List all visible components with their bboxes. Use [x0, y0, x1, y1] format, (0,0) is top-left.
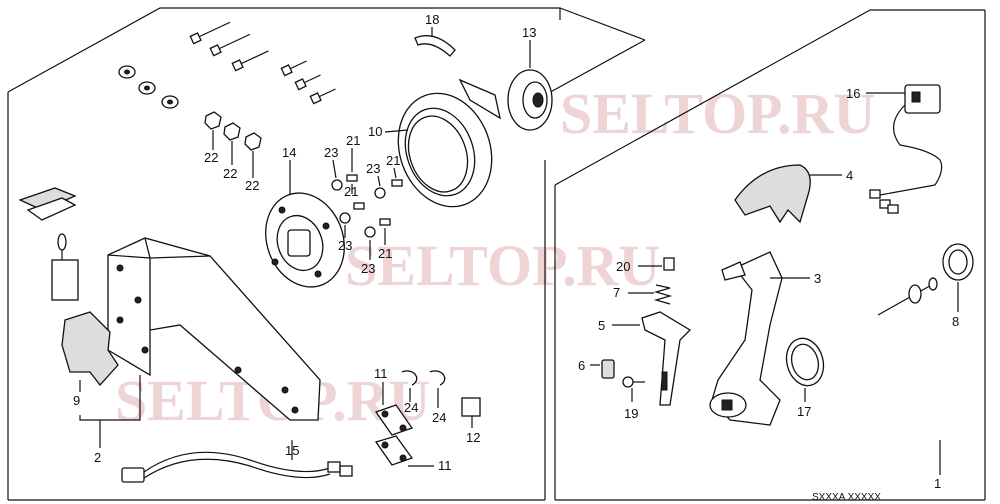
bracket-plate [458, 78, 501, 120]
callout-23: 23 [366, 161, 380, 176]
callout-17: 17 [797, 404, 811, 419]
nuts-22 [204, 111, 262, 151]
callout-18: 18 [425, 12, 439, 27]
callout-6: 6 [578, 358, 585, 373]
bracket-5 [641, 311, 692, 406]
callout-21: 21 [378, 246, 392, 261]
callout-20: 20 [616, 259, 630, 274]
watermark: SELTOP.RU [345, 233, 660, 298]
part-6 [601, 359, 615, 379]
callout-13: 13 [522, 25, 536, 40]
callout-3: 3 [814, 271, 821, 286]
callout-7: 7 [613, 285, 620, 300]
callout-22: 22 [245, 178, 259, 193]
callout-23: 23 [361, 261, 375, 276]
callout-23: 23 [324, 145, 338, 160]
sub-frame-1 [554, 9, 986, 501]
small-screws [331, 174, 403, 238]
knob-8 [942, 243, 974, 281]
callout-10: 10 [368, 124, 382, 139]
callout-15: 15 [285, 443, 299, 458]
callout-21: 21 [344, 184, 358, 199]
callout-24: 24 [404, 400, 418, 415]
callout-22: 22 [204, 150, 218, 165]
ring-housing-10 [397, 92, 493, 208]
callout-4: 4 [846, 168, 853, 183]
part-9 [61, 311, 119, 387]
clips-24 [401, 370, 446, 386]
outer-frame [7, 7, 646, 501]
warning-tag [51, 233, 79, 301]
callout-11: 11 [374, 366, 388, 381]
label-sheet-2 [26, 197, 77, 221]
shaft-pin [877, 277, 938, 316]
screws-group [189, 21, 336, 105]
watermark: SELTOP.RU [560, 81, 875, 146]
control-box-housing [107, 237, 321, 421]
callout-2: 2 [94, 450, 101, 465]
callout-14: 14 [282, 145, 296, 160]
callout-19: 19 [624, 406, 638, 421]
callout-12: 12 [466, 430, 480, 445]
callout-24: 24 [432, 410, 446, 425]
cover-4 [734, 164, 811, 224]
callout-1: 1 [934, 476, 941, 491]
callout-21: 21 [346, 133, 360, 148]
wire-harness-15 [121, 451, 353, 483]
callout-9: 9 [73, 393, 80, 408]
callout-23: 23 [338, 238, 352, 253]
link-11 [374, 404, 414, 466]
washers [118, 65, 179, 109]
drawing-code: SXXXA XXXXX [812, 492, 881, 503]
callout-16: 16 [846, 86, 860, 101]
oring-17-inner [790, 343, 820, 381]
callout-5: 5 [598, 318, 605, 333]
spring-20 [663, 257, 675, 271]
callout-11: 11 [438, 458, 452, 473]
screw-19 [622, 376, 645, 388]
part-12 [461, 397, 481, 417]
switch-16 [869, 84, 943, 214]
gear-13 [507, 69, 553, 131]
callout-22: 22 [223, 166, 237, 181]
callout-21: 21 [386, 153, 400, 168]
callout-8: 8 [952, 314, 959, 329]
spring-7 [653, 284, 673, 305]
part-18 [414, 35, 456, 57]
label-sheet [18, 187, 77, 211]
hub-14 [265, 192, 345, 288]
